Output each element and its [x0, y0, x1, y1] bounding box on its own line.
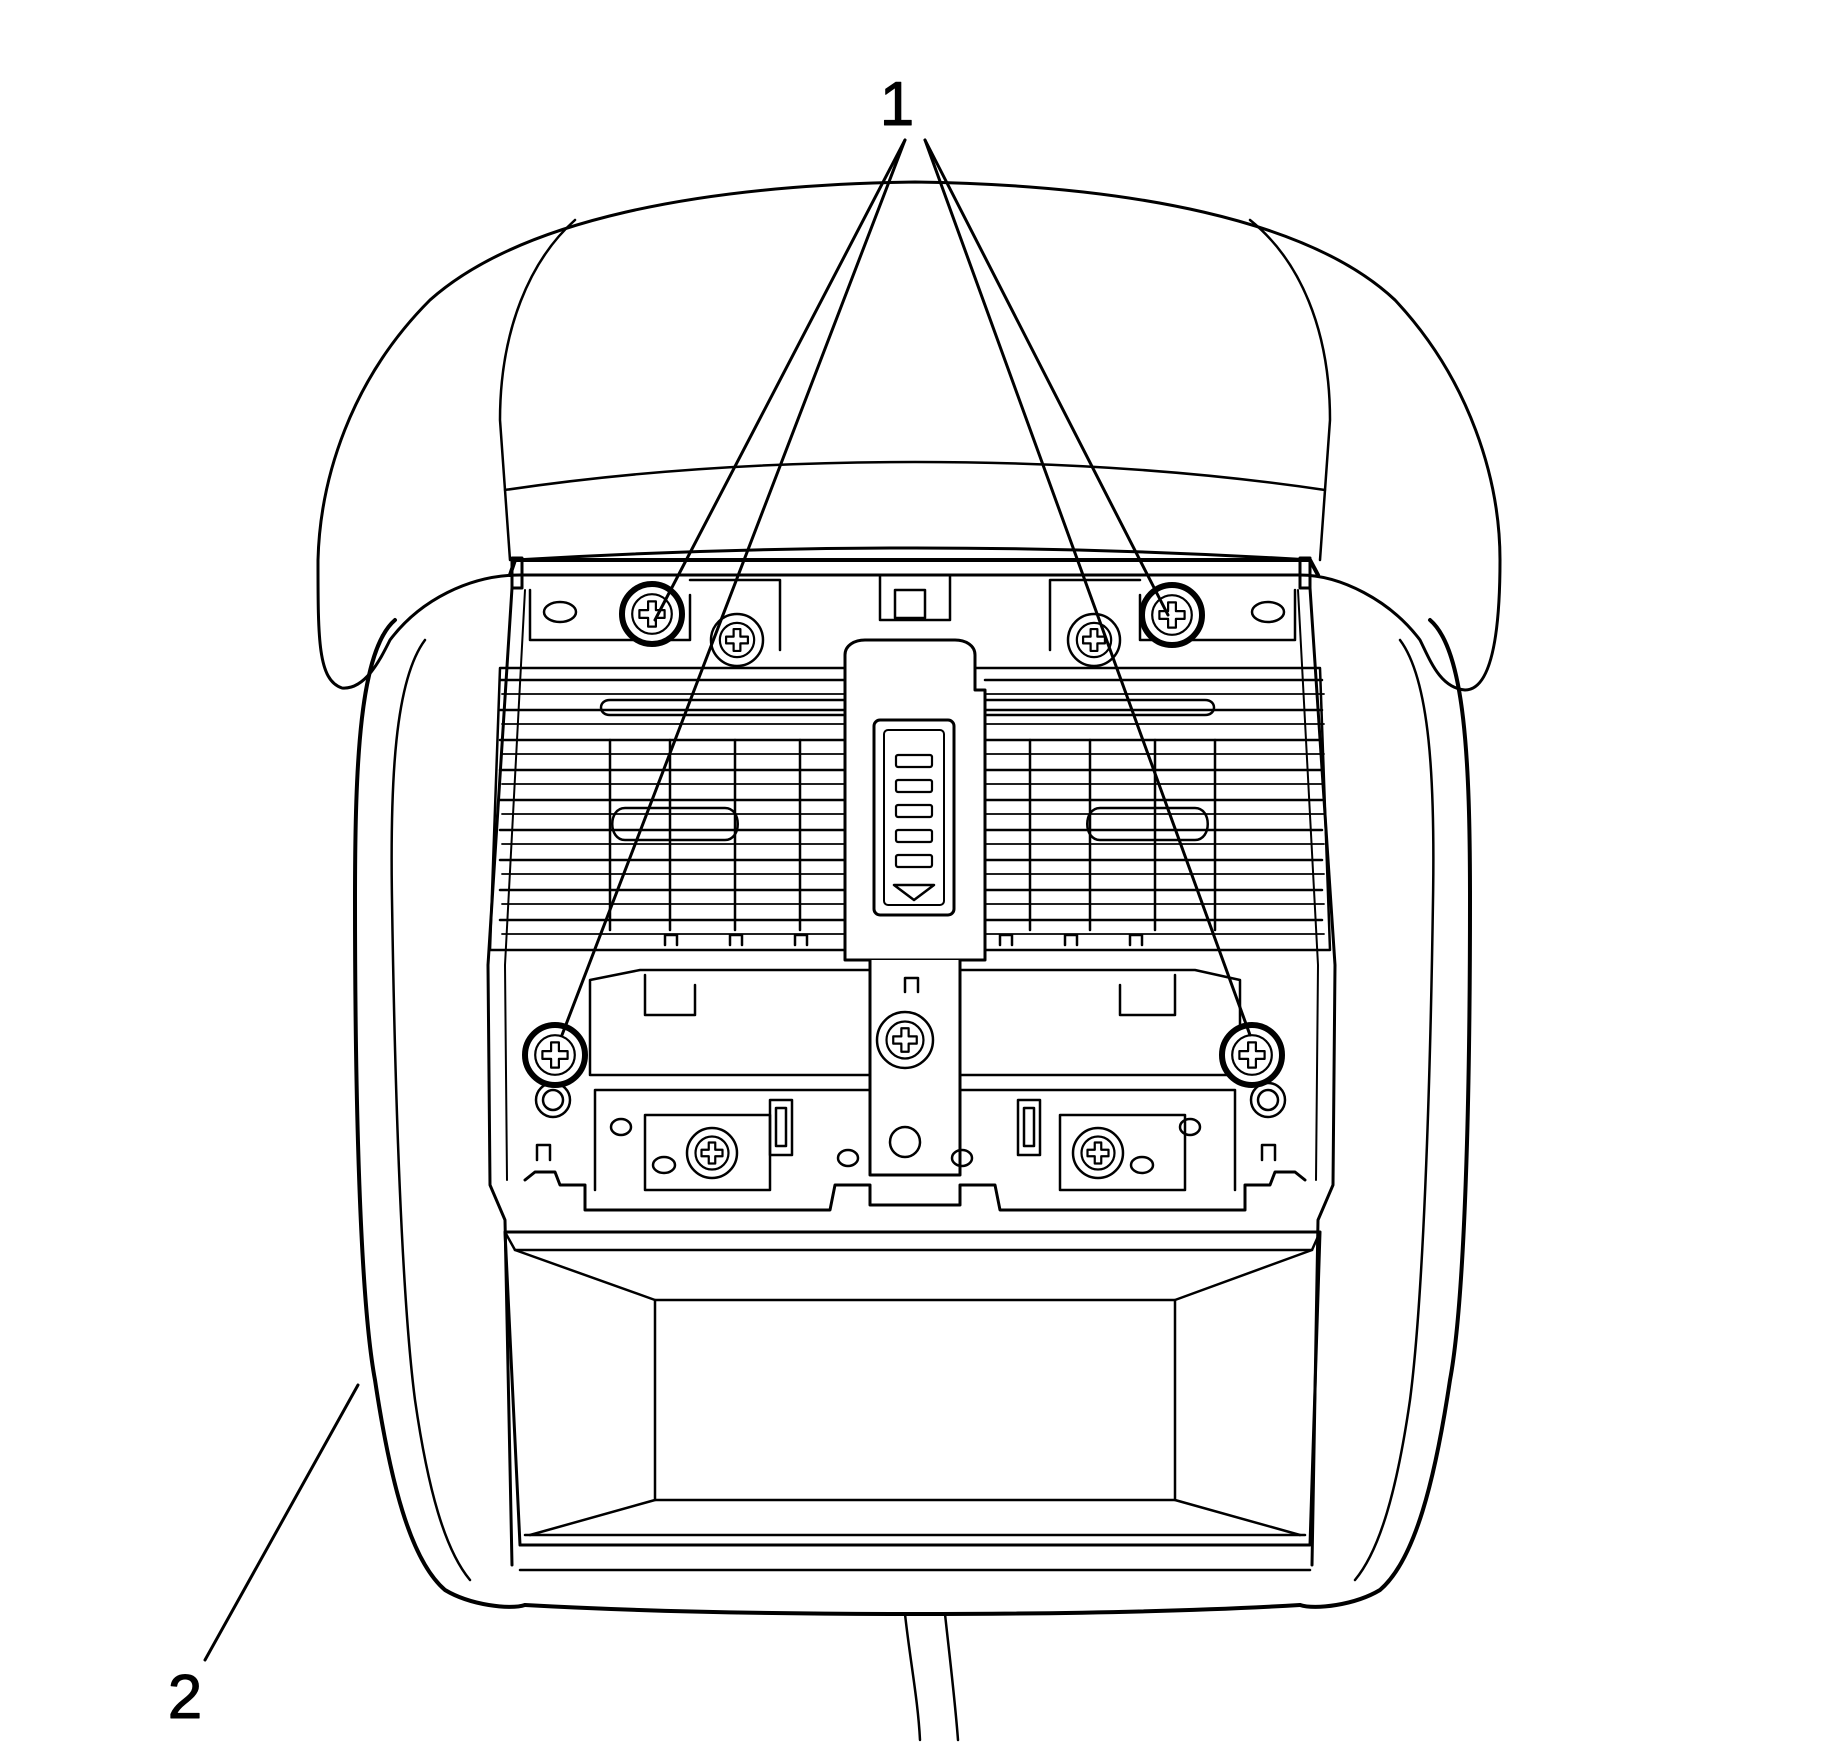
level-indicator: [894, 753, 934, 869]
leader-1-to-bottom-left-screw: [560, 138, 907, 1037]
tray-outer: [503, 1230, 1322, 1547]
stem-hole: [888, 1125, 922, 1159]
hood-inner-right: [1248, 218, 1332, 562]
small-hole-e: [836, 1148, 860, 1168]
lower-tray: [503, 1230, 1322, 1547]
right-bracket-post: [1298, 556, 1312, 590]
stem-notch: [903, 976, 920, 994]
body-right-inner: [1353, 638, 1435, 1582]
left-latch: [768, 1098, 794, 1157]
opening-top-rim: [508, 558, 1320, 577]
phillips-screw-icon: [522, 1022, 588, 1088]
phillips-screw-icon: [1066, 612, 1122, 668]
vent-slot-top-right: [973, 698, 1216, 717]
level-mark: [894, 828, 934, 844]
center-slider: [843, 638, 987, 1177]
body-left-side: [353, 618, 527, 1609]
vent-slot-top-left: [599, 698, 847, 717]
body-right-side: [1298, 618, 1472, 1609]
level-mark: [894, 778, 934, 794]
vent-grille: [488, 666, 1332, 952]
lower-plate-upper-left: [588, 968, 872, 1077]
frame-right-wall-inner: [1297, 589, 1319, 1181]
right-ear-ring: [1249, 1081, 1287, 1119]
frame-left-wall-inner: [504, 589, 526, 1181]
right-ear-ring-inner: [1256, 1088, 1280, 1112]
body-bottom-edge: [523, 1603, 1302, 1616]
leader-lines: [203, 138, 1252, 1662]
leader-1-to-top-right-screw: [923, 138, 1170, 617]
tray-top-lip: [503, 1230, 1322, 1252]
ear-posts: [535, 1143, 1277, 1162]
phillips-screw-icon: [1139, 582, 1205, 648]
lower-plate-bottom: [593, 1088, 1237, 1192]
right-screw-bracket: [1058, 1113, 1187, 1192]
small-hole-b: [651, 1155, 677, 1175]
level-mark: [894, 853, 934, 869]
down-arrow-icon: [892, 883, 936, 902]
vent-posts: [608, 738, 1217, 932]
body-left-inner: [390, 638, 472, 1582]
small-hole-d: [1178, 1117, 1202, 1137]
housing-cover: [316, 180, 1502, 1742]
center-tab-hole: [893, 588, 927, 620]
phillips-screw-icon: [709, 612, 765, 668]
left-mount-hole: [542, 600, 578, 624]
small-hole-a: [609, 1117, 633, 1137]
leader-1-to-bottom-right-screw: [923, 138, 1252, 1037]
right-mount-hole: [1250, 600, 1286, 624]
phillips-screw-icon: [875, 1010, 935, 1070]
phillips-screw-icon: [619, 581, 685, 647]
right-latch-inner: [1022, 1106, 1036, 1148]
upper-tabs: [643, 973, 1177, 1017]
left-ear-ring: [534, 1081, 572, 1119]
hood-lower-edge: [513, 546, 1312, 562]
hood-outline: [316, 180, 1502, 692]
small-hole-f: [950, 1148, 974, 1168]
left-bracket-post: [510, 556, 524, 590]
slider-inner-window: [883, 729, 945, 906]
left-latch-inner: [774, 1106, 788, 1148]
hood-crease: [503, 460, 1327, 492]
vent-slot-mid-left: [611, 806, 739, 842]
phillips-screw-icon: [685, 1126, 739, 1180]
upper-shelf-back: [688, 578, 1142, 652]
level-mark: [894, 803, 934, 819]
left-ear-ring-inner: [541, 1088, 565, 1112]
callout-2: 2: [168, 1663, 202, 1732]
vent-fins: [498, 678, 1325, 935]
vent-bottom-nubs: [663, 933, 1144, 947]
screws: [522, 581, 1285, 1180]
vent-outline: [488, 666, 1332, 952]
frame-left-wall: [486, 586, 514, 1567]
right-latch: [1016, 1098, 1042, 1157]
phillips-screw-icon: [1219, 1022, 1285, 1088]
lower-plate-upper-right: [958, 968, 1242, 1077]
cable: [903, 1612, 960, 1742]
slider-stem: [868, 958, 962, 1177]
vent-slot-mid-right: [1086, 806, 1209, 842]
level-mark: [894, 753, 934, 769]
leader-1-to-top-left-screw: [653, 138, 907, 622]
tray-corner-lines: [513, 1248, 1314, 1537]
tray-inner-panel: [653, 1298, 1177, 1502]
phillips-screw-icon: [1071, 1126, 1125, 1180]
callout-1: 1: [880, 70, 914, 139]
leader-2-to-housing: [203, 1383, 360, 1662]
hood-inner-left: [498, 218, 577, 562]
small-hole-c: [1129, 1155, 1155, 1175]
lower-plate-notched-edge: [523, 1170, 1307, 1212]
center-tab: [878, 573, 952, 622]
